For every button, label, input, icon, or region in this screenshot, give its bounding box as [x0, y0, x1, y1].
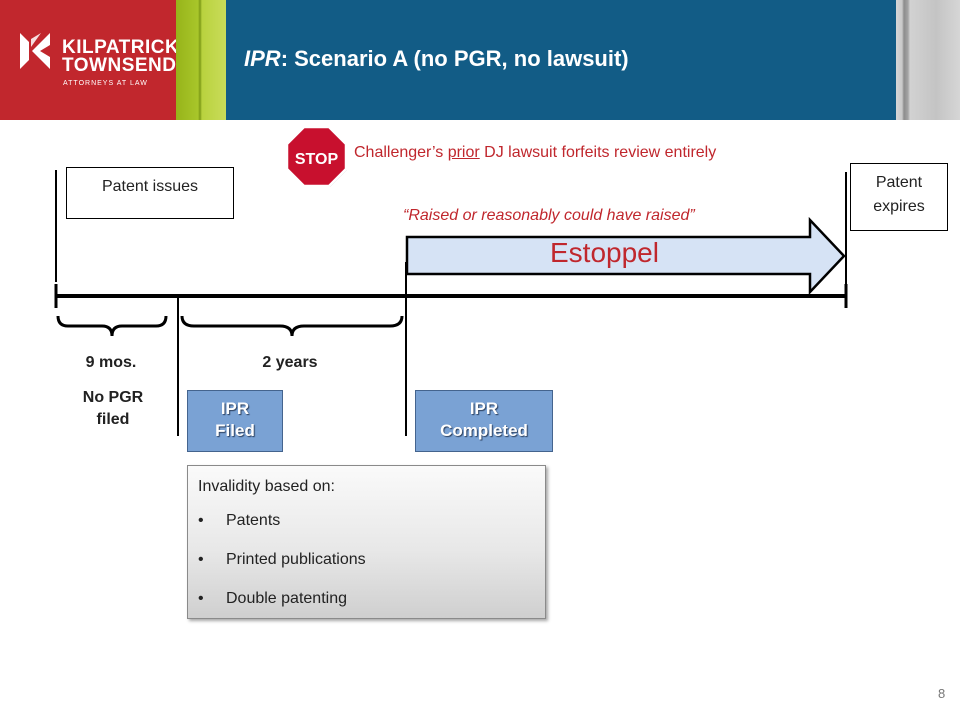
estoppel-quote: “Raised or reasonably could have raised” — [403, 207, 695, 224]
kilpatrick-k-logo-icon — [20, 33, 50, 69]
ipr-filed-line1: IPR — [220, 399, 250, 418]
slide-title-italic: IPR — [244, 46, 281, 71]
patent-expires-line2: expires — [873, 198, 925, 215]
slide-header: KILPATRICK TOWNSEND ATTORNEYS AT LAW IPR… — [0, 0, 960, 120]
logo-name-line2: TOWNSEND — [62, 55, 177, 76]
logo-name-line1: KILPATRICK — [62, 37, 180, 58]
ipr-completed-box: IPR Completed — [415, 390, 553, 452]
patent-expires-line1: Patent — [875, 174, 923, 191]
ipr-completed-line1: IPR — [469, 399, 499, 418]
slide-title-rest: : Scenario A (no PGR, no lawsuit) — [280, 46, 629, 71]
invalidity-item-patents: Patents — [198, 512, 366, 551]
stop-caption-after: DJ lawsuit forfeits review entirely — [479, 144, 717, 161]
green-accent-stripes — [176, 0, 226, 120]
estoppel-arrow — [405, 216, 846, 296]
two-years-label: 2 years — [262, 354, 318, 371]
brand-panel: KILPATRICK TOWNSEND ATTORNEYS AT LAW — [0, 0, 180, 120]
two-year-brace — [180, 315, 404, 337]
invalidity-item-double-patenting: Double patenting — [198, 590, 366, 629]
stop-caption: Challenger’s prior DJ lawsuit forfeits r… — [354, 144, 716, 162]
no-pgr-line2: filed — [96, 411, 130, 428]
invalidity-title: Invalidity based on: — [198, 478, 335, 495]
ipr-filed-box: IPR Filed — [187, 390, 283, 452]
ipr-completed-line2: Completed — [440, 421, 528, 440]
slide-title: IPR: Scenario A (no PGR, no lawsuit) — [244, 46, 629, 72]
gray-accent-stripes — [896, 0, 960, 120]
nine-month-brace — [56, 315, 168, 337]
stop-caption-underlined: prior — [447, 144, 480, 161]
stop-sign-text: STOP — [295, 151, 339, 168]
ipr-filed-line2: Filed — [215, 421, 255, 440]
no-pgr-label: No PGR filed — [70, 387, 156, 431]
logo-tagline: ATTORNEYS AT LAW — [63, 80, 148, 87]
no-pgr-line1: No PGR — [82, 389, 144, 406]
page-number: 8 — [938, 686, 946, 701]
patent-issues-label: Patent issues — [101, 178, 199, 195]
patent-issues-box: Patent issues — [66, 167, 234, 219]
invalidity-list: Patents Printed publications Double pate… — [198, 512, 366, 629]
stop-sign-icon: STOP — [285, 125, 348, 188]
title-panel — [226, 0, 896, 120]
invalidity-item-printed-publications: Printed publications — [198, 551, 366, 590]
stop-caption-before: Challenger’s — [354, 144, 448, 161]
estoppel-label: Estoppel — [550, 237, 659, 268]
patent-expires-box: Patent expires — [850, 163, 948, 231]
invalidity-box: Invalidity based on: Patents Printed pub… — [187, 465, 546, 619]
nine-months-label: 9 mos. — [85, 354, 137, 371]
